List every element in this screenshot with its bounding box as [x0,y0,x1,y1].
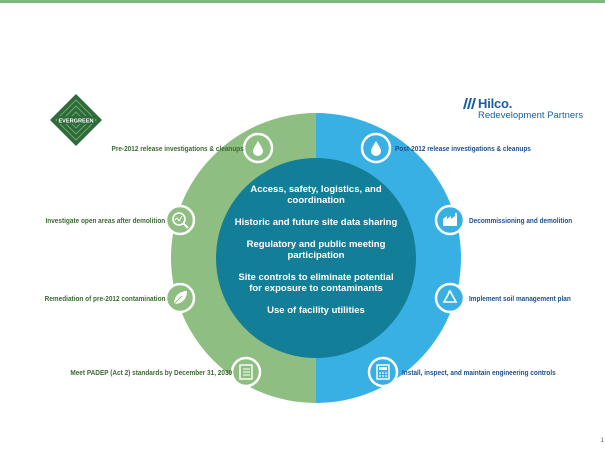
water-drop-icon [253,141,263,156]
node-right-4 [367,356,399,388]
center-item-4: Site controls to eliminate potential for… [238,272,394,294]
center-item-5: Use of facility utilities [267,305,365,316]
center-item-3: Regulatory and public meeting participat… [246,239,386,261]
right-label-4: Install, inspect, and maintain engineeri… [402,368,556,377]
evergreen-logo-text: EVERGREEN [58,119,93,125]
node-left-2 [164,204,196,236]
center-circle [216,158,416,358]
node-left-4 [230,356,262,388]
hilco-mark-icon [463,98,476,109]
node-right-1 [360,132,392,164]
left-label-4: Meet PADEP (Act 2) standards by December… [70,368,232,377]
hilco-name: Hilco. [478,96,513,111]
right-label-3: Implement soil management plan [469,294,571,303]
top-accent-bar [0,0,605,3]
hilco-subtitle: Redevelopment Partners [478,110,584,121]
left-label-2: Investigate open areas after demolition [45,216,165,225]
left-label-3: Remediation of pre-2012 contamination [44,294,165,303]
center-item-1: Access, safety, logistics, and coordinat… [250,184,382,206]
evergreen-logo: EVERGREEN [48,92,104,148]
node-left-3 [164,282,196,314]
left-label-1: Pre-2012 release investigations & cleanu… [111,144,244,153]
node-left-1 [242,132,274,164]
right-label-2: Decommissioning and demolition [469,216,573,225]
right-label-1: Post-2012 release investigations & clean… [395,144,531,153]
water-drop-icon [371,141,381,156]
node-right-2 [434,204,466,236]
leaf-icon [173,291,187,305]
page-number: 1 [600,438,604,444]
recycle-icon [442,289,458,303]
magnifier-graph-icon [172,212,189,229]
factory-icon [443,213,457,226]
calculator-icon [376,364,390,380]
center-list: Access, safety, logistics, and coordinat… [232,184,400,327]
hilco-logo: Hilco. Redevelopment Partners [462,96,602,126]
center-item-2: Historic and future site data sharing [234,217,398,228]
node-right-3 [434,282,466,314]
checklist-icon [239,364,253,380]
